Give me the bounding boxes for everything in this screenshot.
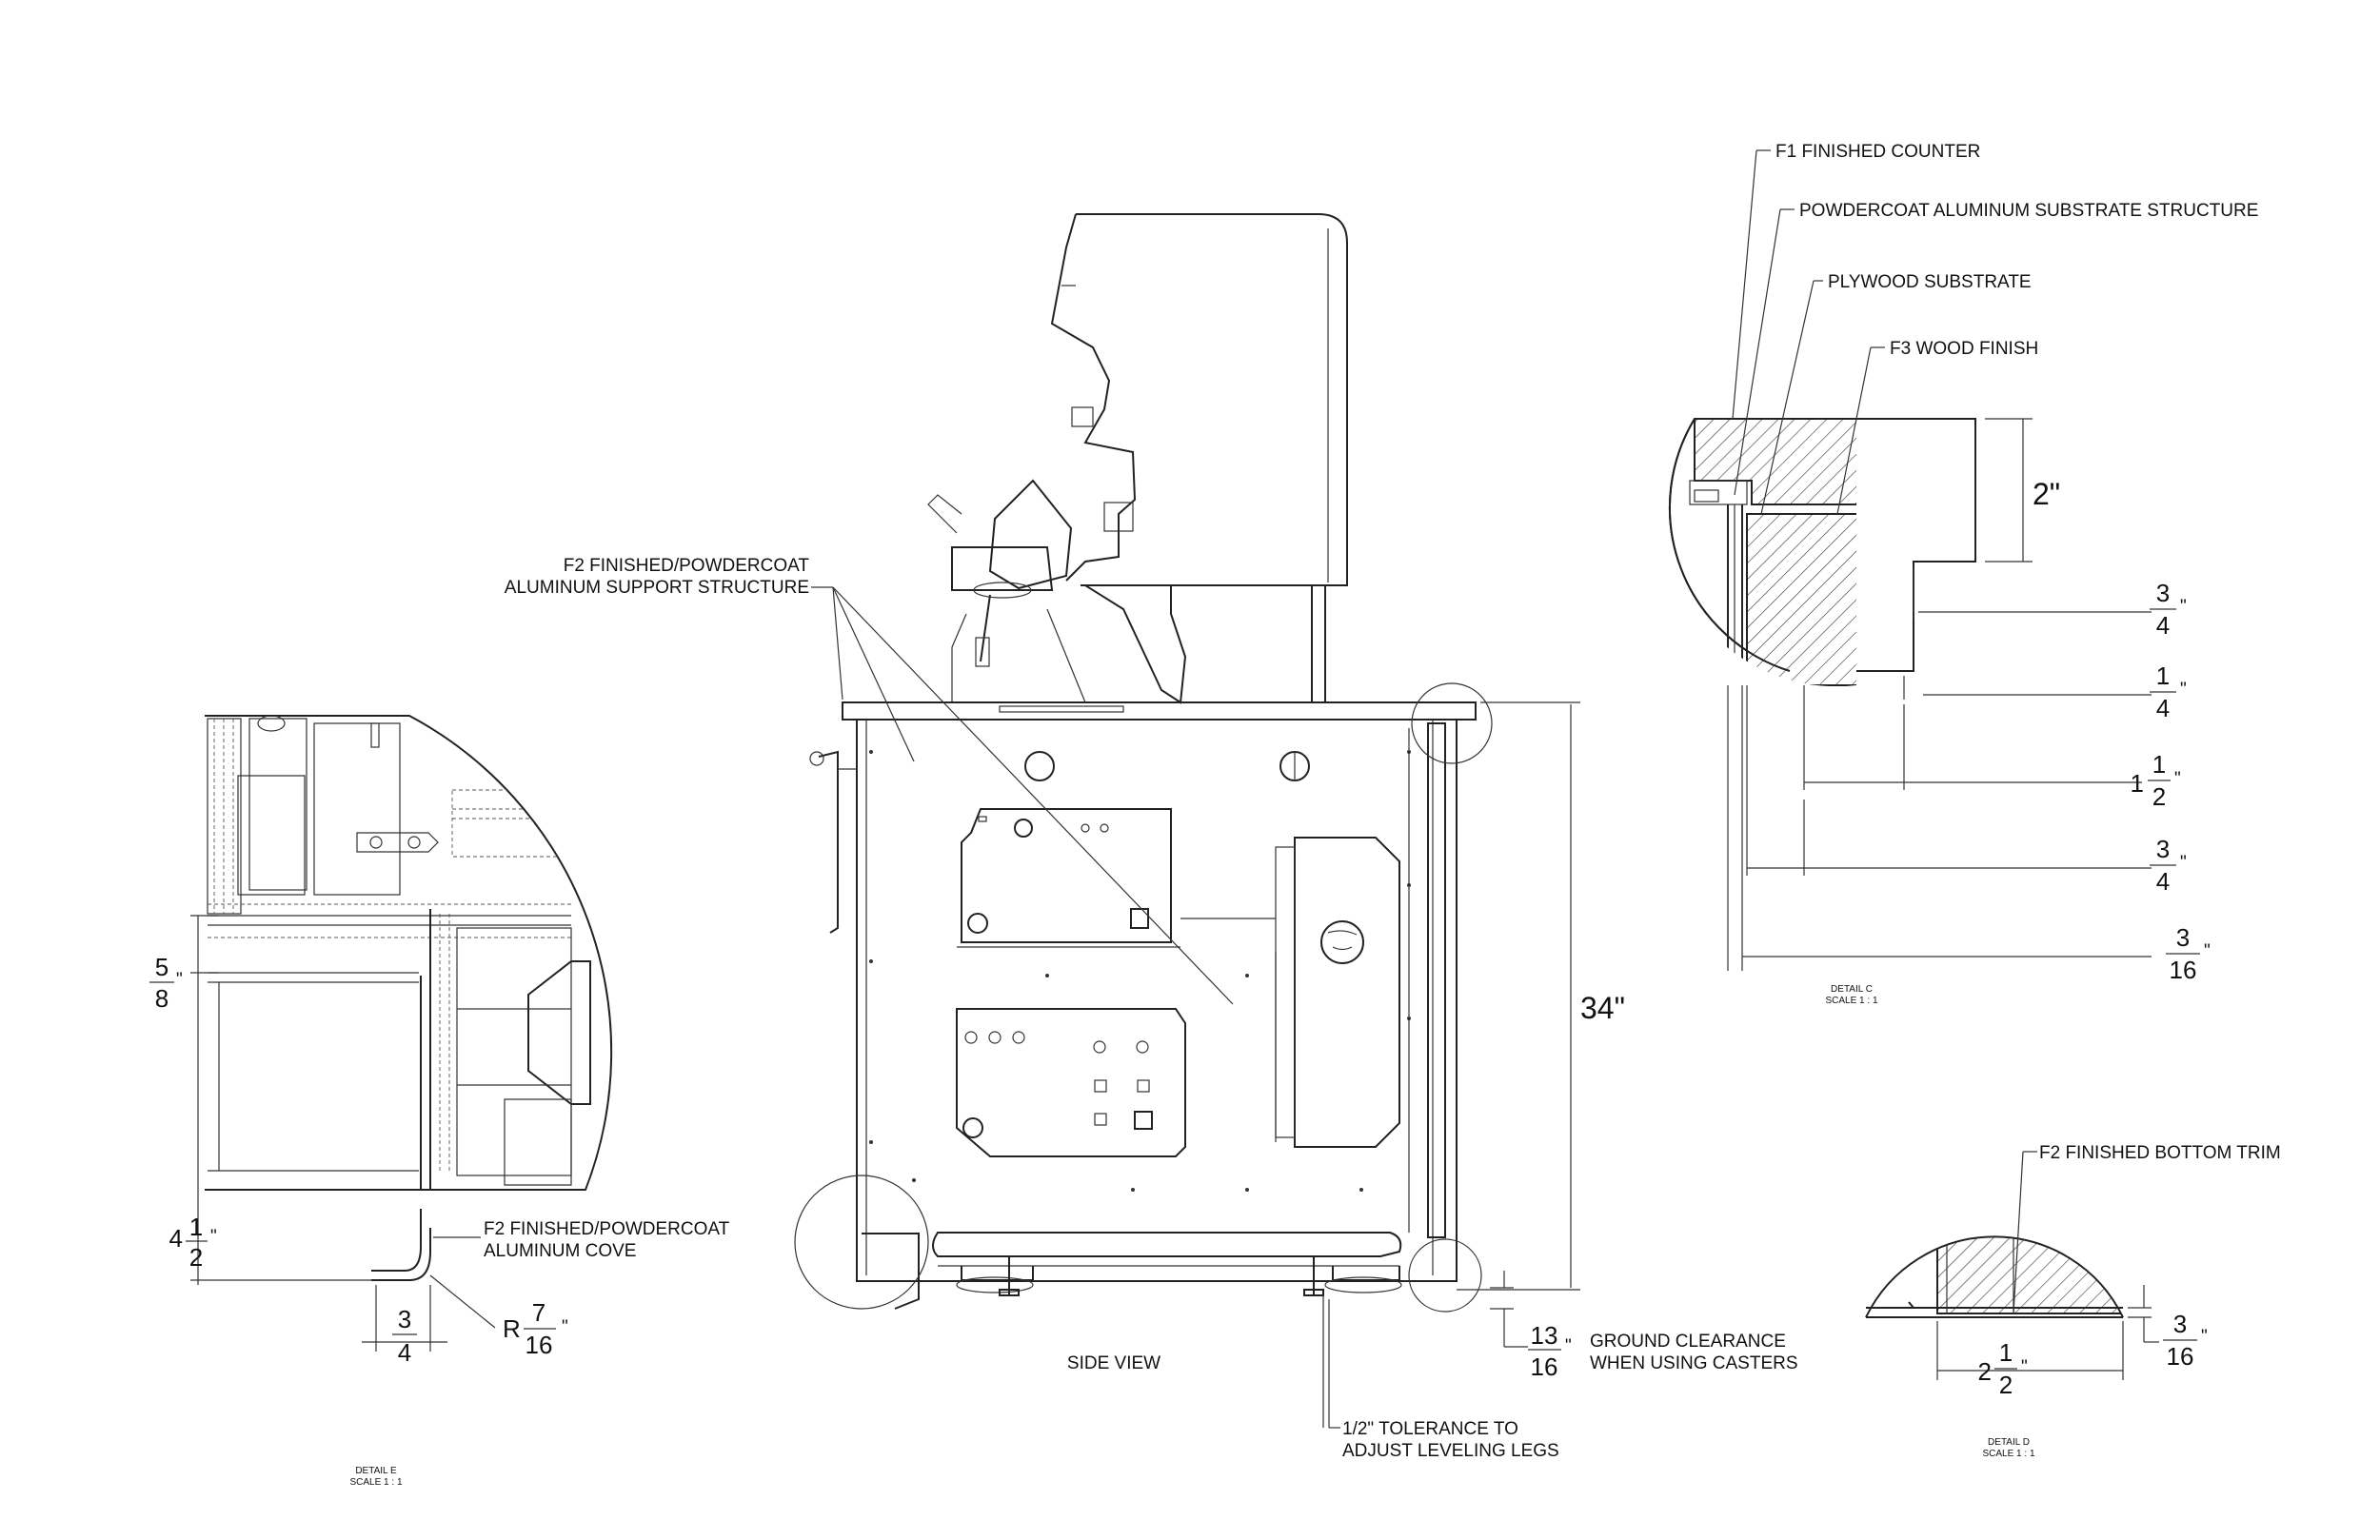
tolerance-line2: ADJUST LEVELING LEGS	[1342, 1441, 1559, 1461]
dim-e-5-8-num: 5	[155, 953, 169, 981]
side-view: F2 FINISHED/POWDERCOAT ALUMINUM SUPPORT …	[505, 213, 1798, 1461]
dim-c-3-16-den: 16	[2170, 956, 2197, 984]
label-d-bottom-trim: F2 FINISHED BOTTOM TRIM	[2039, 1143, 2281, 1163]
gc-label-line1: GROUND CLEARANCE	[1590, 1332, 1786, 1352]
dim-e-radius-den: 16	[526, 1331, 553, 1359]
dim-e-4-whole: 4	[169, 1224, 183, 1253]
gc-den: 16	[1531, 1352, 1558, 1381]
dim-e-5-8-den: 8	[155, 984, 169, 1013]
dim-c-3-4-a-den: 4	[2156, 611, 2170, 640]
dim-e-4-unit: "	[210, 1227, 217, 1247]
counter-top	[842, 701, 1477, 721]
dim-d-2-whole: 2	[1978, 1357, 1992, 1386]
dim-c-3-16-unit: "	[2204, 941, 2211, 961]
detail-e-boundary	[205, 715, 613, 1191]
base-casters	[862, 1232, 1402, 1310]
dim-c-3-4-b-num: 3	[2156, 835, 2170, 863]
dim-c-1-1-2-unit: "	[2174, 769, 2181, 789]
dim-c-3-4-a-num: 3	[2156, 579, 2170, 607]
detail-e: 5 8 " 4 1 2 " 3 4 R 7 16 " F2 FINISHED/P…	[149, 715, 730, 1488]
lower-electrical-panel	[956, 1008, 1186, 1157]
dim-c-1-1-2-num: 1	[2152, 750, 2166, 779]
dim-d-3-16-den: 16	[2167, 1342, 2194, 1371]
detail-d: F2 FINISHED BOTTOM TRIM 2 1 2 " 3 16 " D…	[1865, 1143, 2281, 1459]
detail-c-marker	[1411, 682, 1493, 764]
detail-e-caption-line1: DETAIL E	[355, 1466, 397, 1476]
dim-c-3-4-a-unit: "	[2180, 597, 2187, 617]
label-c-plywood: PLYWOOD SUBSTRATE	[1828, 272, 2032, 292]
ground-clearance: 13 16 " GROUND CLEARANCE WHEN USING CAST…	[1490, 1271, 1798, 1381]
dim-c-3-4-b-den: 4	[2156, 867, 2170, 896]
dim-e-4-den: 2	[189, 1243, 203, 1272]
side-view-title: SIDE VIEW	[1067, 1353, 1160, 1373]
detail-d-caption-line1: DETAIL D	[1988, 1437, 2030, 1448]
gc-label-line2: WHEN USING CASTERS	[1590, 1353, 1798, 1373]
dim-e-5-8-unit: "	[176, 970, 183, 990]
dim-c-1-1-2-den: 2	[2152, 782, 2166, 811]
label-c-counter: F1 FINISHED COUNTER	[1775, 142, 1980, 162]
dim-d-3-16-num: 3	[2173, 1310, 2187, 1338]
label-c-wood-finish: F3 WOOD FINISH	[1890, 339, 2038, 359]
dim-c-2: 2"	[2033, 477, 2060, 511]
dim-d-3-16-unit: "	[2201, 1327, 2208, 1347]
dim-c-1-4-unit: "	[2180, 680, 2187, 700]
dim-c-1-1-2-whole: 1	[2131, 769, 2144, 798]
label-c-substrate-structure: POWDERCOAT ALUMINUM SUBSTRATE STRUCTURE	[1799, 201, 2258, 221]
callout-support-structure: F2 FINISHED/POWDERCOAT ALUMINUM SUPPORT …	[505, 556, 1234, 1005]
callout-e-line1: F2 FINISHED/POWDERCOAT	[484, 1219, 730, 1239]
detail-c-caption-line2: SCALE 1 : 1	[1825, 996, 1877, 1006]
dim-d-2-num: 1	[1999, 1338, 2013, 1367]
dim-d-2-unit: "	[2021, 1357, 2028, 1377]
machine-housing	[927, 213, 1348, 704]
callout-support-line2: ALUMINUM SUPPORT STRUCTURE	[505, 578, 809, 598]
gc-unit: "	[1565, 1336, 1572, 1356]
dim-e-3-4-num: 3	[398, 1305, 411, 1333]
dim-e-3-4-den: 4	[398, 1338, 411, 1367]
dim-c-1-4-num: 1	[2156, 661, 2170, 690]
dim-e-radius-num: 7	[532, 1298, 545, 1327]
tolerance-callout: 1/2" TOLERANCE TO ADJUST LEVELING LEGS	[1322, 1294, 1559, 1461]
tolerance-line1: 1/2" TOLERANCE TO	[1342, 1419, 1518, 1439]
detail-e-marker	[794, 1175, 929, 1310]
dim-height: 34"	[1457, 701, 1625, 1291]
gc-num: 13	[1531, 1321, 1558, 1350]
callout-support-line1: F2 FINISHED/POWDERCOAT	[564, 556, 810, 576]
dim-e-radius-prefix: R	[503, 1314, 521, 1343]
dim-c-3-4-b-unit: "	[2180, 853, 2187, 873]
detail-d-marker	[1408, 1238, 1482, 1313]
detail-c-caption-line1: DETAIL C	[1831, 984, 1873, 995]
dim-e-4-num: 1	[189, 1213, 203, 1241]
detail-e-caption-line2: SCALE 1 : 1	[349, 1477, 402, 1488]
detail-d-caption-line2: SCALE 1 : 1	[1982, 1449, 2034, 1459]
right-component	[1180, 837, 1400, 1148]
dim-c-1-4-den: 4	[2156, 694, 2170, 722]
dim-c-3-16-num: 3	[2176, 923, 2190, 952]
cabinet-body	[809, 719, 1458, 1282]
detail-c: F1 FINISHED COUNTER POWDERCOAT ALUMINUM …	[1668, 142, 2258, 1006]
dim-e-radius-unit: "	[562, 1317, 568, 1337]
upper-electrical-panel	[957, 808, 1180, 948]
callout-e-line2: ALUMINUM COVE	[484, 1241, 636, 1261]
dim-d-2-den: 2	[1999, 1371, 2013, 1399]
dim-height-label: 34"	[1580, 991, 1625, 1025]
